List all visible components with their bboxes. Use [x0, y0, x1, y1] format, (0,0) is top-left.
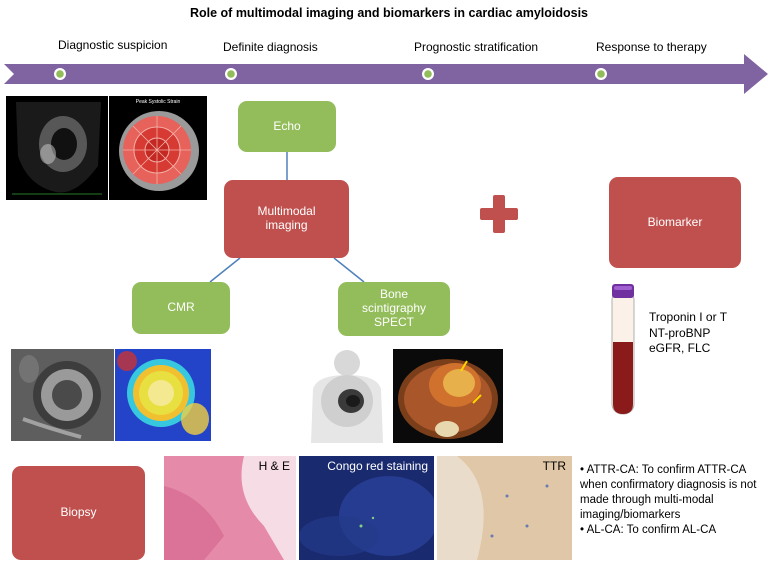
- histology-he-label: H & E: [258, 459, 290, 473]
- histology-ttr-image: TTR: [437, 456, 572, 560]
- biopsy-note-al: • AL-CA: To confirm AL-CA: [580, 523, 717, 536]
- stage-label-diagnostic-suspicion: Diagnostic suspicion: [58, 38, 168, 52]
- echo-image: [6, 96, 108, 200]
- echo-node: Echo: [238, 101, 336, 152]
- biopsy-node: Biopsy: [12, 466, 145, 560]
- bone-spect-ct-graphic: [393, 349, 503, 443]
- connector-multimodal-cmr: [209, 257, 241, 283]
- strain-bullseye-graphic: [119, 111, 199, 191]
- strain-image-caption: Peak Systolic Strain: [135, 99, 181, 105]
- cmr-node: CMR: [132, 282, 230, 334]
- timeline-marker-3: [422, 68, 434, 80]
- multimodal-imaging-node: Multimodal imaging: [224, 180, 349, 258]
- bone-node-line1: Bone: [379, 287, 409, 302]
- biomarker-node: Biomarker: [609, 177, 741, 268]
- stage-label-response-to-therapy: Response to therapy: [596, 40, 707, 54]
- biopsy-notes: • ATTR-CA: To confirm ATTR-CA when confi…: [580, 463, 776, 538]
- histology-he-graphic: [164, 456, 296, 560]
- bone-scintigraphy-node: Bone scintigraphy SPECT: [338, 282, 450, 336]
- biomarker-item: eGFR, FLC: [649, 341, 711, 356]
- cmr-t1-map-image: [115, 349, 211, 441]
- histology-ttr-graphic: [437, 456, 572, 560]
- page-title: Role of multimodal imaging and biomarker…: [189, 6, 588, 20]
- blood-tube-icon: [611, 284, 635, 415]
- biomarker-item: NT-proBNP: [649, 325, 711, 340]
- biomarker-list: Troponin I or T NT-proBNP eGFR, FLC: [649, 310, 727, 357]
- bone-scan-planar-image: [303, 349, 391, 443]
- histology-congo-label: Congo red staining: [327, 459, 428, 473]
- bone-spect-ct-image: [393, 349, 503, 443]
- timeline-marker-4: [595, 68, 607, 80]
- timeline-marker-2: [225, 68, 237, 80]
- plus-icon: [480, 195, 518, 233]
- stage-label-definite-diagnosis: Definite diagnosis: [223, 40, 318, 54]
- strain-bullseye-image: Peak Systolic Strain: [109, 96, 207, 200]
- connector-multimodal-bone: [333, 257, 365, 283]
- bone-node-line2: scintigraphy: [361, 301, 427, 316]
- cmr-t1-map-graphic: [115, 349, 211, 441]
- histology-ttr-label: TTR: [542, 459, 566, 473]
- biomarker-item: Troponin I or T: [649, 310, 728, 324]
- cmr-lge-image: [11, 349, 114, 441]
- histology-he-image: H & E: [164, 456, 296, 560]
- bone-node-line3: SPECT: [373, 314, 414, 329]
- stage-label-prognostic-stratification: Prognostic stratification: [414, 40, 539, 54]
- histology-congo-image: Congo red staining: [299, 456, 434, 560]
- bone-scan-planar-graphic: [311, 350, 383, 443]
- cmr-lge-graphic: [11, 349, 114, 441]
- timeline-arrow: [4, 54, 768, 94]
- echo-image-graphic: [12, 102, 102, 195]
- biopsy-note-attr: • ATTR-CA: To confirm ATTR-CA when confi…: [580, 464, 757, 521]
- histology-congo-graphic: [299, 456, 434, 560]
- timeline-marker-1: [54, 68, 66, 80]
